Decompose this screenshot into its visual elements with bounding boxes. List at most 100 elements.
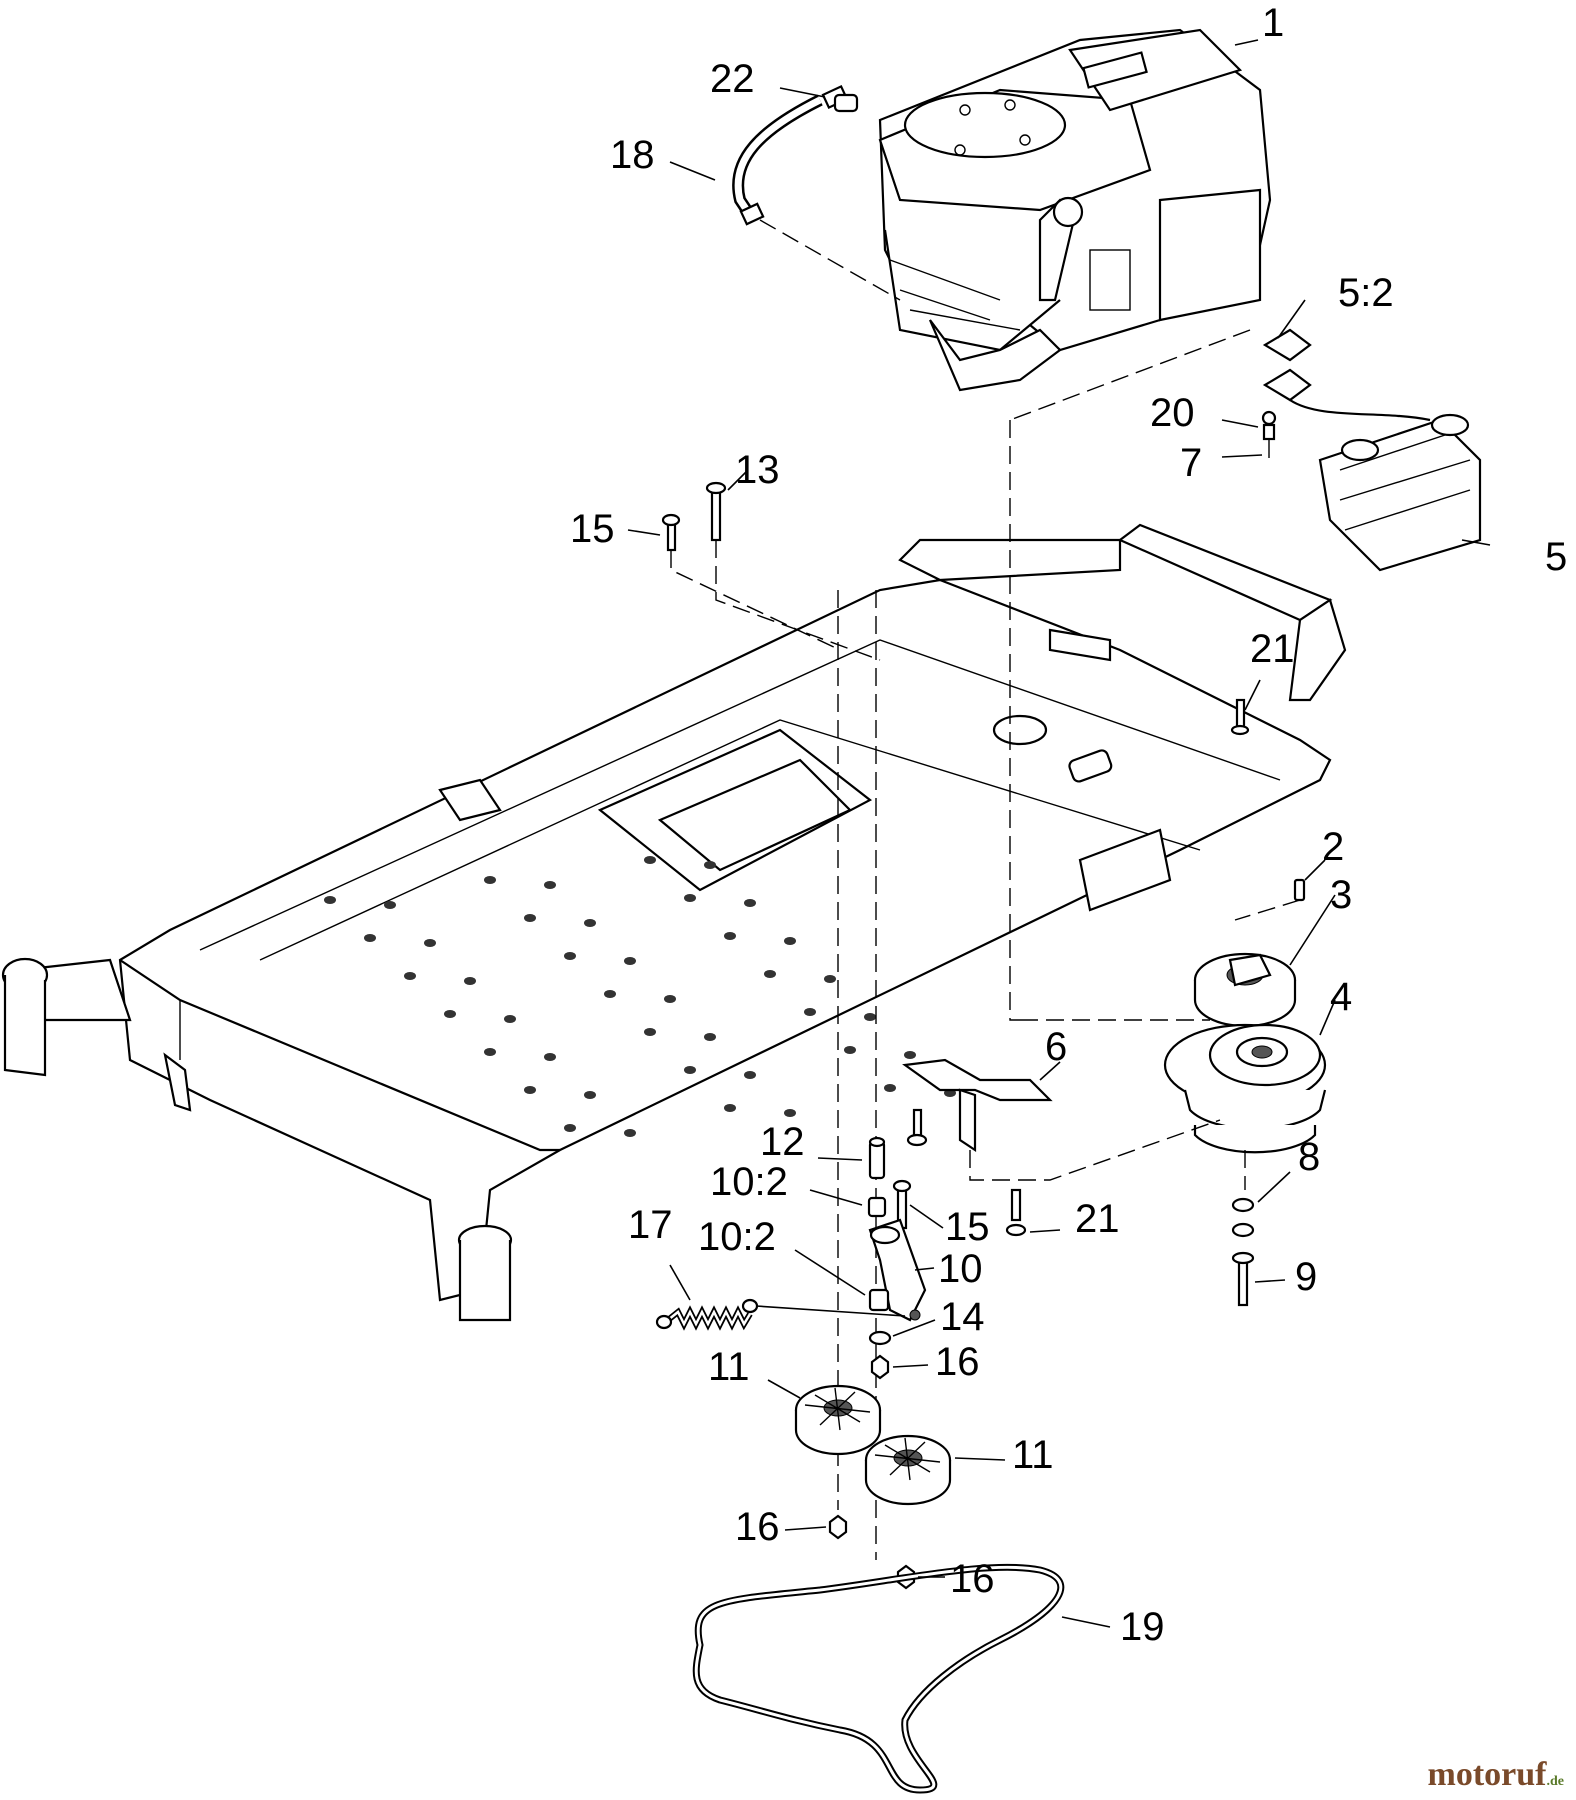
pulley-3: [1193, 952, 1297, 1028]
floor-hole: [684, 894, 696, 902]
engine: [878, 28, 1272, 392]
floor-hole: [584, 1091, 596, 1099]
callout-21-top: 21: [1250, 627, 1295, 671]
key-2: [1293, 878, 1306, 902]
washer-14: [868, 1330, 892, 1346]
floor-hole: [444, 1010, 456, 1018]
bolt-21-top: [1230, 698, 1250, 736]
callout-15-top: 15: [570, 507, 615, 551]
callout-16-center: 16: [935, 1340, 980, 1384]
screw-7: [1261, 410, 1277, 441]
callout-1: 1: [1262, 1, 1284, 45]
floor-hole: [784, 1109, 796, 1117]
callout-5: 5: [1545, 535, 1567, 579]
callout-19: 19: [1120, 1605, 1165, 1649]
idler-pulley-upper: [794, 1384, 882, 1456]
floor-hole: [644, 1028, 656, 1036]
callout-12: 12: [760, 1120, 805, 1164]
floor-hole: [424, 939, 436, 947]
callout-21-lower: 21: [1075, 1197, 1120, 1241]
floor-hole: [324, 896, 336, 904]
floor-hole: [624, 957, 636, 965]
floor-hole: [904, 1051, 916, 1059]
floor-hole: [564, 952, 576, 960]
callout-10-2-upper: 10:2: [710, 1160, 788, 1204]
floor-hole: [664, 995, 676, 1003]
muffler: [1262, 328, 1482, 572]
floor-hole: [784, 937, 796, 945]
callout-7: 7: [1180, 441, 1202, 485]
callout-10: 10: [938, 1247, 983, 1291]
floor-plate-holes: [324, 856, 956, 1137]
floor-hole: [824, 975, 836, 983]
fuel-line: [732, 84, 849, 226]
bolt-15-top: [661, 513, 681, 552]
nut-16-left: [828, 1514, 848, 1540]
floor-hole: [704, 1033, 716, 1041]
bolt-9: [1231, 1251, 1255, 1307]
callout-2: 2: [1322, 825, 1344, 869]
callout-6: 6: [1045, 1025, 1067, 1069]
floor-hole: [484, 876, 496, 884]
bracket-6: [902, 1058, 1053, 1153]
callout-9: 9: [1295, 1255, 1317, 1299]
fitting: [833, 93, 859, 113]
floor-hole: [704, 861, 716, 869]
floor-hole: [464, 977, 476, 985]
floor-hole: [504, 1015, 516, 1023]
watermark-suffix: .de: [1546, 1774, 1565, 1789]
floor-hole: [744, 899, 756, 907]
floor-hole: [524, 914, 536, 922]
floor-hole: [724, 1104, 736, 1112]
callout-13: 13: [735, 448, 780, 492]
floor-hole: [864, 1013, 876, 1021]
callout-14: 14: [940, 1295, 985, 1339]
floor-hole: [684, 1066, 696, 1074]
bushing-10-2-lower: [868, 1288, 890, 1312]
leader-lines: [627, 39, 1491, 1628]
idler-arm-10: [868, 1218, 927, 1322]
bolt-13: [705, 481, 727, 542]
callout-15-lower: 15: [945, 1205, 990, 1249]
callout-3: 3: [1330, 873, 1352, 917]
floor-hole: [644, 856, 656, 864]
floor-hole: [624, 1129, 636, 1137]
callout-10-2-lower: 10:2: [698, 1215, 776, 1259]
floor-hole: [724, 932, 736, 940]
floor-hole: [544, 881, 556, 889]
callout-22: 22: [710, 57, 755, 101]
callout-16-left: 16: [735, 1505, 780, 1549]
callout-8: 8: [1298, 1135, 1320, 1179]
bolt-bracket: [906, 1108, 928, 1147]
floor-hole: [484, 1048, 496, 1056]
callout-11-upper: 11: [708, 1345, 750, 1389]
washer-8: [1231, 1197, 1255, 1238]
floor-hole: [844, 1046, 856, 1054]
floor-hole: [524, 1086, 536, 1094]
floor-hole: [604, 990, 616, 998]
floor-hole: [384, 901, 396, 909]
floor-hole: [364, 934, 376, 942]
floor-hole: [584, 919, 596, 927]
idler-pulley-lower: [864, 1434, 952, 1506]
bushing-10-2-upper: [867, 1196, 887, 1218]
floor-hole: [404, 972, 416, 980]
callout-16-right: 16: [950, 1557, 995, 1601]
callout-11-lower: 11: [1012, 1433, 1054, 1477]
callout-labels: 1 22 18 5:2 20 7 5 13 15 21 2 3 4 6 12 1…: [570, 1, 1567, 1649]
belt-19: [692, 1563, 1065, 1794]
watermark-brand: motoruf: [1427, 1756, 1547, 1793]
floor-hole: [764, 970, 776, 978]
floor-hole: [744, 1071, 756, 1079]
callout-20: 20: [1150, 391, 1195, 435]
floor-hole: [804, 1008, 816, 1016]
callout-18: 18: [610, 133, 655, 177]
nut-16-center: [870, 1354, 890, 1380]
floor-hole: [564, 1124, 576, 1132]
callout-4: 4: [1330, 975, 1352, 1019]
clutch-4: [1163, 1023, 1327, 1154]
spring-17: [655, 1298, 759, 1331]
floor-hole: [544, 1053, 556, 1061]
callout-5-2: 5:2: [1338, 271, 1394, 315]
watermark-logo: motoruf.de: [1428, 1756, 1564, 1794]
